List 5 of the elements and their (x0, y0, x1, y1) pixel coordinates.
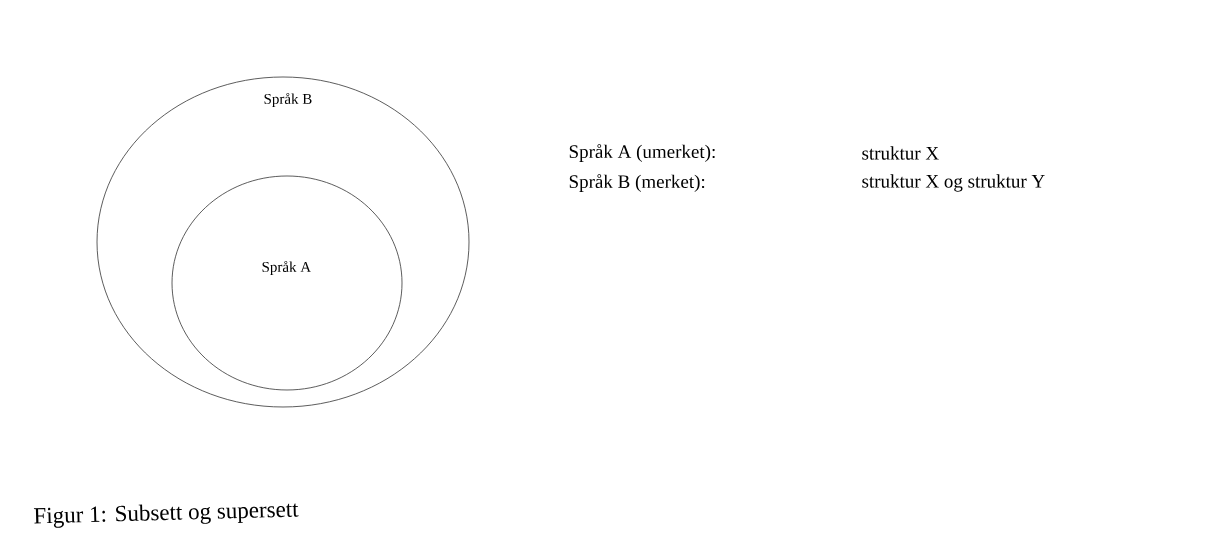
caption: Figur 1: Subsett og supersett (33, 503, 299, 528)
label-text: Språk A (umerket): (569, 144, 715, 162)
label-text: Språk B (merket): (569, 174, 705, 192)
label-text: struktur X (862, 146, 939, 160)
label-text: struktur X og struktur Y (862, 174, 1045, 192)
